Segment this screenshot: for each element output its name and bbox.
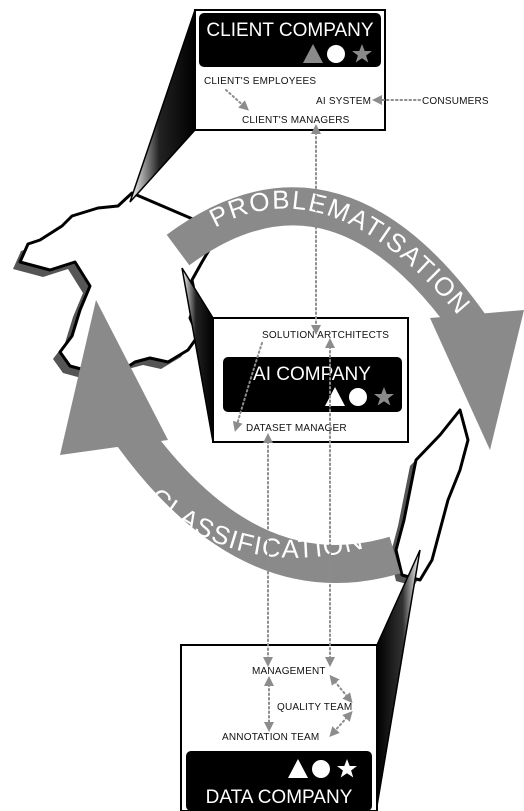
data-company-box: MANAGEMENT QUALITY TEAM ANNOTATION TEAM … [180,644,378,811]
client-employees-label: CLIENT'S EMPLOYEES [204,76,316,87]
consumers-label: CONSUMERS [422,96,489,107]
ai-beam [181,267,214,443]
classification-label: CLASSIFICATION [144,482,365,564]
annotation-team-label: ANNOTATION TEAM [222,732,319,743]
ai-company-box: SOLUTION ARTCHITECTS AI COMPANY DATASET … [212,317,409,443]
triangle-icon [303,44,323,63]
solution-architects-label: SOLUTION ARTCHITECTS [262,330,389,341]
circle-icon [327,45,345,63]
star-icon [374,387,394,406]
client-company-title: CLIENT COMPANY [206,20,373,41]
circle-icon [349,388,367,406]
ai-company-title: AI COMPANY [253,364,371,385]
management-label: MANAGEMENT [252,666,326,677]
problematisation-arrowhead [430,310,524,450]
data-beam [376,549,421,807]
star-icon [352,44,372,63]
quality-team-label: QUALITY TEAM [277,702,352,713]
problematisation-arrow [166,187,496,351]
france-map [13,191,217,387]
star-icon [337,759,357,778]
data-company-title: DATA COMPANY [206,787,353,808]
client-managers-label: CLIENT'S MANAGERS [242,115,350,126]
svg-text:CLASSIFICATION: CLASSIFICATION [144,482,367,564]
connectors [263,124,335,667]
dataset-manager-label: DATASET MANAGER [246,423,347,434]
client-company-box: CLIENT COMPANY CLIENT'S EMPLOYEES CLIENT… [194,9,489,131]
classification-arrowhead [60,300,168,455]
classification-arrow [106,409,401,583]
circle-icon [312,760,330,778]
client-beam [129,9,196,203]
triangle-icon [288,759,308,778]
ai-system-label: AI SYSTEM [316,96,371,107]
